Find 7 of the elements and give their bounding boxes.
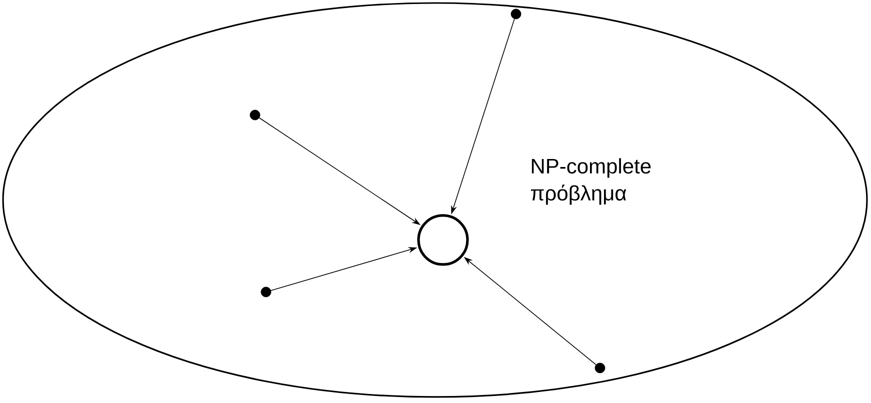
dot [250, 110, 260, 120]
dot [510, 8, 522, 20]
ellipse-outline [2, 2, 868, 398]
dot [260, 286, 272, 298]
node-label: NP-complete πρόβλημα [531, 158, 651, 205]
dot [594, 362, 606, 374]
circle [417, 214, 469, 266]
